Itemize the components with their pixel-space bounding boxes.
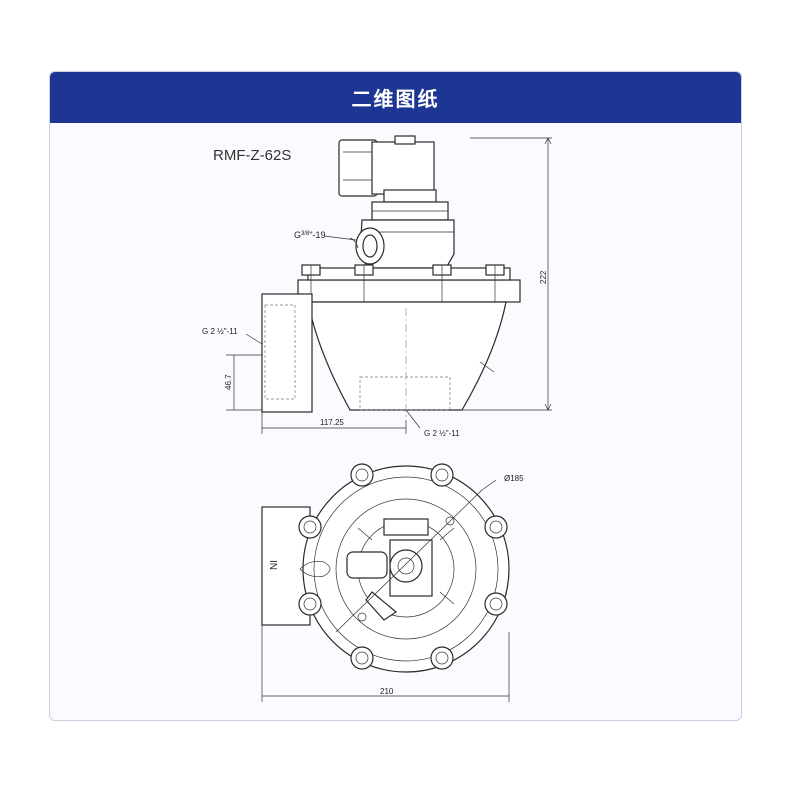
top-view: IN Ø185 210 xyxy=(261,463,524,702)
inlet-offset-dim: 117.25 xyxy=(320,418,344,427)
height-dim: 222 xyxy=(539,270,548,284)
side-dimensions: 222 46.7 117.25 G 2 ½"-11 G 2 ½"-11 G3/8… xyxy=(202,137,552,438)
flange-bolts xyxy=(298,463,508,670)
valve-head xyxy=(349,219,455,269)
section-title: 二维图纸 xyxy=(50,72,741,123)
diameter-dim: Ø185 xyxy=(504,474,524,483)
bonnet-top xyxy=(299,518,455,621)
outlet-thread-label: G 2 ½"-11 xyxy=(424,429,460,438)
valve-body xyxy=(307,301,507,420)
model-number: RMF-Z-62S xyxy=(213,147,291,164)
technical-drawing: RMF-Z-62S xyxy=(202,135,552,702)
drawing-card: 二维图纸 RMF-Z-62S xyxy=(49,71,742,721)
width-dim: 210 xyxy=(380,687,394,696)
pilot-port-label: G3/8"-19 xyxy=(294,230,326,240)
solenoid-coil xyxy=(338,135,449,221)
flange xyxy=(297,264,521,303)
inlet-height-dim: 46.7 xyxy=(224,374,233,390)
inlet-port xyxy=(261,293,313,413)
inlet-thread-label: G 2 ½"-11 xyxy=(202,327,238,336)
flow-marker: IN xyxy=(267,560,278,570)
